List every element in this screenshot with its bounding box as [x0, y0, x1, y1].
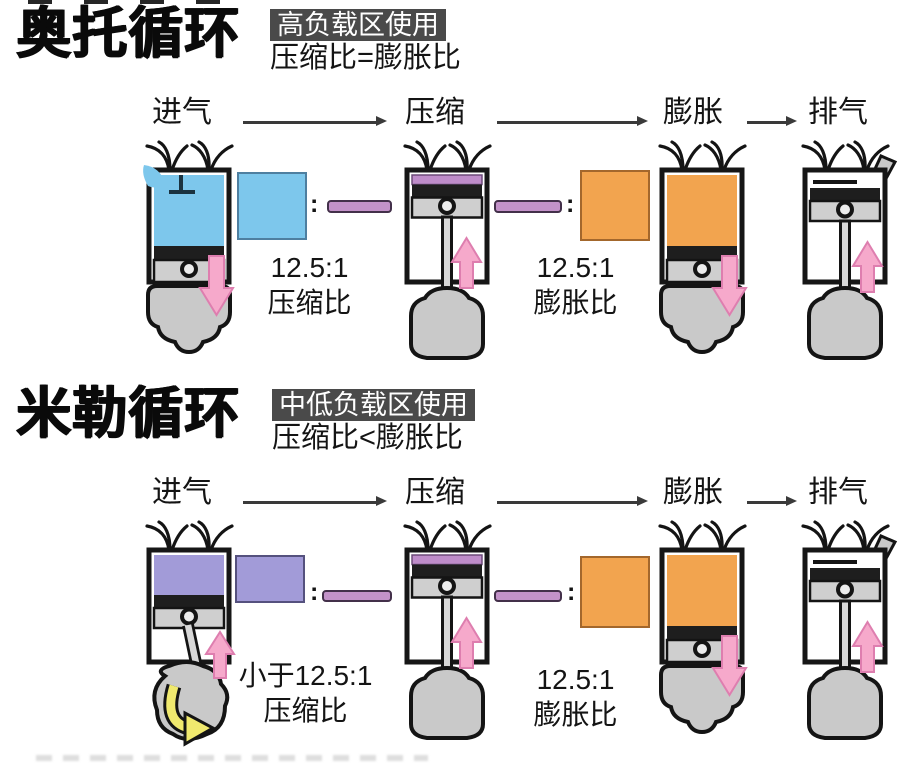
ratio-colon: : [310, 190, 319, 218]
cylinder-exhaust-diagram [785, 520, 905, 752]
stage-label-expansion: 膨胀 [663, 476, 723, 509]
expansion-ratio-label: 膨胀比 [533, 699, 618, 730]
cropped-text-artifact [28, 0, 234, 4]
cylinder-compression-diagram [387, 520, 507, 752]
stage-arrow-icon [747, 497, 797, 506]
ratio-colon: : [567, 578, 576, 606]
expansion-volume-square [580, 556, 650, 628]
ratio-colon: : [310, 578, 319, 606]
cylinder-intake-diagram [129, 140, 249, 372]
stage-arrow-icon [497, 117, 648, 126]
stage-label-compression: 压缩 [405, 96, 465, 129]
stage-label-compression: 压缩 [405, 476, 465, 509]
stage-label-expansion: 膨胀 [663, 96, 723, 129]
stage-label-intake: 进气 [152, 96, 212, 129]
cylinder-intake-diagram [129, 520, 249, 752]
compression-ratio-value: 小于12.5:1 [238, 660, 373, 691]
compressed-volume-bar [322, 590, 392, 602]
ratio-colon: : [566, 190, 575, 218]
ratio-formula: 压缩比<膨胀比 [272, 422, 463, 454]
intake-volume-square [237, 172, 307, 240]
expansion-ratio-value: 12.5:1 [536, 252, 615, 283]
cropped-watermark-strip [36, 755, 428, 761]
intake-volume-rect [235, 555, 305, 603]
cylinder-expansion-diagram [642, 140, 762, 372]
compressed-volume-bar [494, 200, 562, 213]
stage-arrow-icon [243, 117, 387, 126]
compressed-volume-bar [494, 590, 562, 602]
compression-ratio-label: 压缩比 [263, 695, 348, 726]
compressed-volume-bar [327, 200, 392, 213]
expansion-volume-square [580, 170, 650, 241]
stage-arrow-icon [747, 117, 797, 126]
cylinder-exhaust-diagram [785, 140, 905, 372]
stage-label-exhaust: 排气 [808, 96, 868, 129]
stage-arrow-icon [243, 497, 387, 506]
expansion-ratio-label: 膨胀比 [533, 287, 618, 318]
compression-ratio-value: 12.5:1 [270, 252, 349, 283]
stage-label-exhaust: 排气 [808, 476, 868, 509]
load-region-badge: 高负载区使用 [270, 9, 446, 41]
expansion-ratio-text: 12.5:1 膨胀比 [518, 662, 633, 732]
stage-arrow-icon [497, 497, 648, 506]
compression-ratio-text: 12.5:1 压缩比 [252, 250, 367, 320]
section-title: 米勒循环 [16, 381, 241, 445]
cylinder-compression-diagram [387, 140, 507, 372]
load-region-badge: 中低负载区使用 [272, 389, 475, 421]
stage-label-intake: 进气 [152, 476, 212, 509]
expansion-ratio-text: 12.5:1 膨胀比 [518, 250, 633, 320]
expansion-ratio-value: 12.5:1 [536, 664, 615, 695]
compression-ratio-label: 压缩比 [267, 287, 352, 318]
ratio-formula: 压缩比=膨胀比 [270, 42, 461, 74]
compression-ratio-text: 小于12.5:1 压缩比 [238, 658, 373, 728]
section-title: 奥托循环 [16, 1, 241, 65]
cylinder-expansion-diagram [642, 520, 762, 752]
